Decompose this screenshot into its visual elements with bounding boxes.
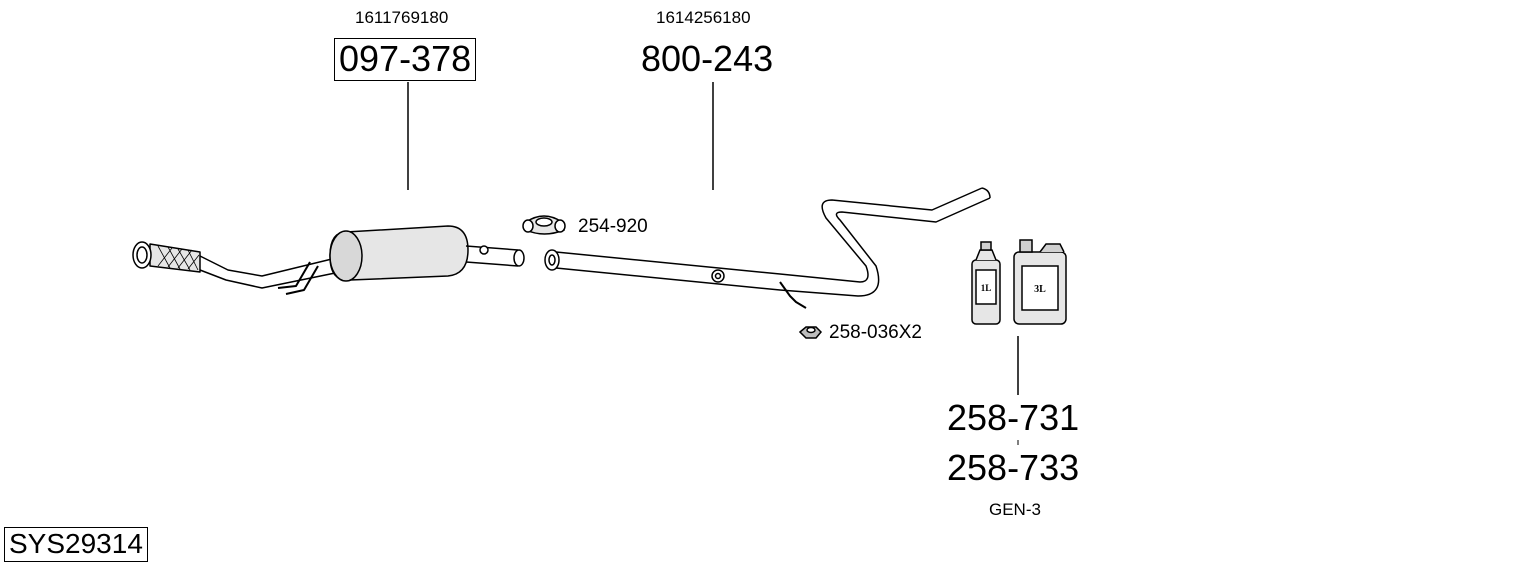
- large-canister-label: 3L: [1034, 284, 1046, 295]
- additive-part-number-2[interactable]: 258-733: [947, 447, 1080, 488]
- nut-part-number[interactable]: 258-036X2: [829, 322, 922, 343]
- additive-bottles: [971, 239, 1067, 325]
- system-code: SYS29314: [4, 527, 148, 562]
- rear-pipe: [544, 187, 991, 309]
- muffler-part-number[interactable]: 097-378: [334, 38, 477, 81]
- nut-icon: [798, 326, 823, 339]
- muffler-oem-number: 1611769180: [355, 8, 449, 27]
- additive-note: GEN-3: [989, 500, 1041, 519]
- clamp-icon: [522, 215, 566, 235]
- additive-part-number-1[interactable]: 258-731: [947, 397, 1080, 438]
- small-bottle-label: 1L: [981, 283, 992, 293]
- front-muffler-assembly: [132, 225, 525, 295]
- clamp-part-number[interactable]: 254-920: [578, 216, 648, 237]
- rear-pipe-part-number[interactable]: 800-243: [641, 38, 774, 79]
- rear-pipe-oem-number: 1614256180: [656, 8, 751, 27]
